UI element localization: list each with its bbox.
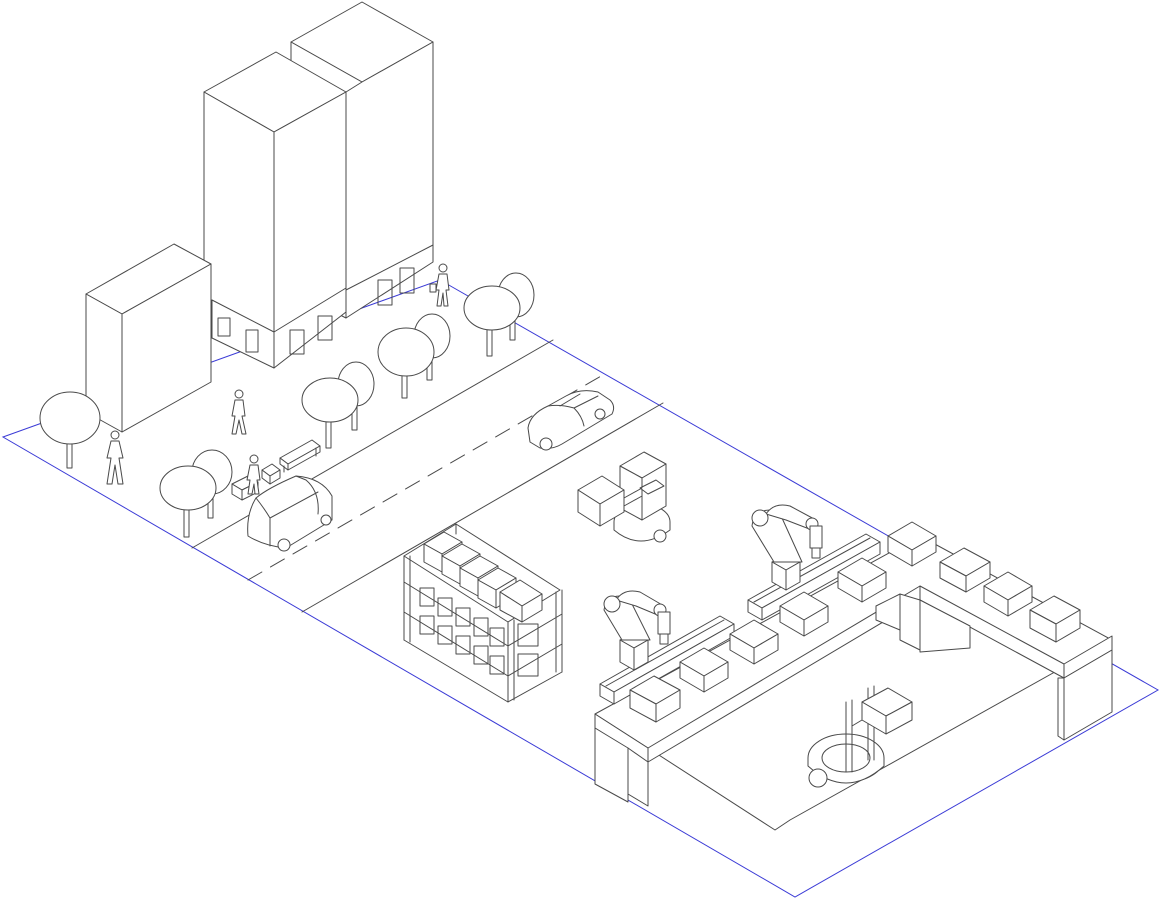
box: [983, 571, 1033, 617]
box: [837, 557, 887, 603]
box: [887, 521, 937, 567]
mobile-robot-carrier: [577, 451, 671, 543]
street-edge: [301, 402, 664, 613]
tree-row: [39, 272, 535, 538]
pedestrian: [231, 389, 247, 435]
building-short: [85, 243, 212, 433]
bench: [279, 439, 321, 473]
box: [729, 619, 779, 665]
shelf-boxes: [419, 531, 543, 677]
conveyor-table: [594, 535, 1113, 831]
mobile-robot-lift: [807, 685, 913, 788]
box: [629, 675, 681, 723]
sidewalk-edge: [191, 339, 554, 549]
box: [679, 647, 729, 693]
pedestrian: [429, 263, 450, 307]
building-tall-front: [203, 51, 347, 369]
box: [779, 591, 829, 637]
delivery-van: [247, 475, 333, 552]
pedestrian: [246, 454, 261, 495]
robot-arm-right: [751, 504, 823, 591]
shelving-unit: [403, 523, 563, 703]
tree: [159, 449, 233, 538]
tree: [463, 272, 535, 357]
pedestrian: [106, 430, 124, 485]
box: [1029, 595, 1081, 643]
car: [527, 390, 615, 451]
conveyor-boxes: [629, 521, 1081, 723]
robot-arm-left: [603, 590, 671, 671]
tree: [301, 361, 375, 449]
box: [939, 547, 991, 593]
tree: [377, 313, 451, 399]
tree: [39, 391, 101, 469]
